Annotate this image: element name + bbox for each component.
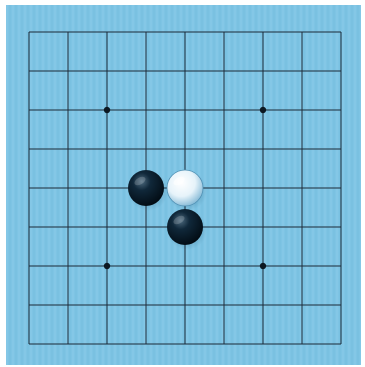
stone-body [167, 209, 203, 245]
go-board-canvas[interactable] [6, 5, 361, 365]
star-point [104, 107, 110, 113]
star-point [260, 107, 266, 113]
star-point [104, 263, 110, 269]
stone-body [167, 170, 203, 206]
star-point [260, 263, 266, 269]
go-board [6, 5, 361, 365]
stone-body [128, 170, 164, 206]
